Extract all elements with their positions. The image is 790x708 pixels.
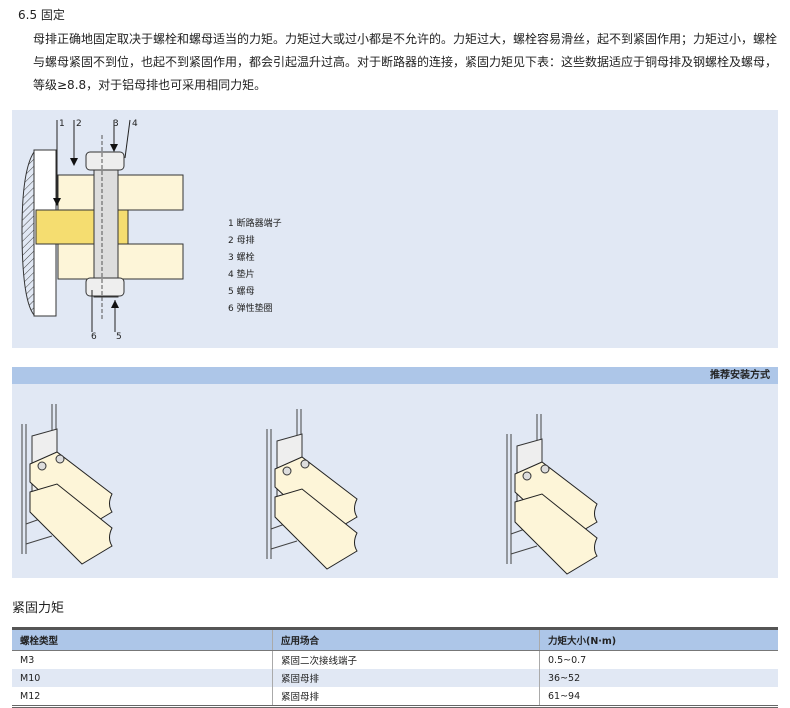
legend-item: 4 垫片 [228,270,255,280]
callout-6: 6 [91,332,97,342]
col-bolt-type: 螺栓类型 [12,628,273,651]
legend-item: 2 母排 [228,236,255,246]
callout-5: 5 [116,332,122,342]
col-application: 应用场合 [272,628,540,651]
table-header-row: 螺栓类型 应用场合 力矩大小(N·m) [12,628,778,651]
install-illustrations [21,404,598,575]
intro-paragraph: 母排正确地固定取决于螺栓和螺母适当的力矩。力矩过大或过小都是不允许的。力矩过大，… [33,32,778,92]
bolt-cross-section-diagram: 1 2 3 4 5 6 [21,119,184,342]
install-panel [12,384,778,578]
callout-1: 1 [59,119,65,129]
legend-item: 3 螺栓 [228,253,255,263]
install-illustration-2 [266,408,358,570]
install-illustration-1 [21,404,113,565]
callout-2: 2 [76,119,82,129]
bolt-diagram-panel: 1 2 3 4 5 6 1 断路器端子 2 母排 3 螺栓 4 垫片 5 螺母 … [12,110,778,348]
diagram-legend: 1 断路器端子 2 母排 3 螺栓 4 垫片 5 螺母 6 弹性垫圈 [228,216,282,318]
legend-item: 6 弹性垫圈 [228,304,273,314]
install-header-label: 推荐安装方式 [710,370,770,381]
callout-3: 3 [113,119,119,129]
legend-item: 5 螺母 [228,287,255,297]
install-illustration-3 [506,413,598,575]
install-header: 推荐安装方式 [12,367,778,384]
torque-table-title: 紧固力矩 [12,601,65,616]
callout-4: 4 [132,119,138,129]
legend-item: 1 断路器端子 [228,219,282,229]
col-torque: 力矩大小(N·m) [539,628,778,651]
section-title: 6.5 固定 [18,8,65,22]
